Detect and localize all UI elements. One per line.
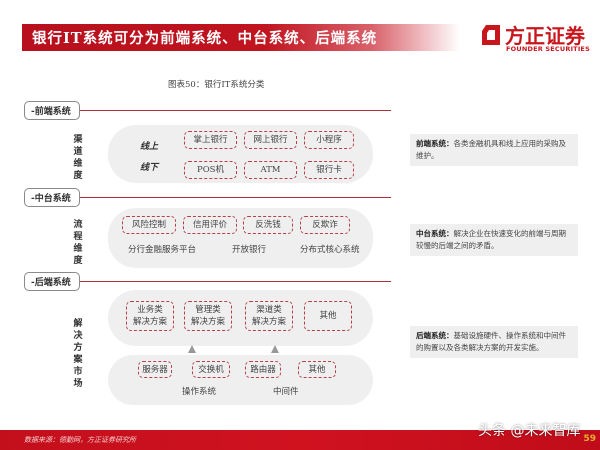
logo-text-en: FOUNDER SECURITIES xyxy=(506,45,590,53)
back-note-title: 后端系统： xyxy=(416,331,454,340)
back-section-label: -后端系统 xyxy=(24,272,80,291)
back-infrastructure-panel xyxy=(108,355,373,405)
platform-open-banking: 开放银行 xyxy=(232,245,267,255)
channel-pos: POS机 xyxy=(184,161,237,179)
back-dimension-label: 解 决 方 案 市 场 xyxy=(73,319,83,389)
hardware-other: 其他 xyxy=(298,361,336,378)
middle-dimension-label: 流 程 维 度 xyxy=(73,220,83,266)
figure-caption: 图表50：银行IT系统分类 xyxy=(168,80,265,90)
online-label: 线上 xyxy=(140,142,159,152)
process-anti-fraud: 反欺诈 xyxy=(300,216,350,234)
process-anti-money-laundering: 反洗钱 xyxy=(243,216,293,234)
front-note: 前端系统：各类金融机具和线上应用的采购及维护。 xyxy=(410,134,578,166)
data-source: 数据来源：德勤网，方正证券研究所 xyxy=(24,436,136,444)
channel-mobile-banking: 掌上银行 xyxy=(184,131,237,149)
up-arrow-icon xyxy=(271,345,279,353)
logo-mark-icon xyxy=(482,25,500,45)
channel-atm: ATM xyxy=(244,161,297,179)
solution-management: 管理类 解决方案 xyxy=(184,301,232,331)
platform-distributed-core: 分布式核心系统 xyxy=(300,245,360,255)
back-note-text: 基础设施硬件、操作系统和中间件的购置以及各类解决方案的开发实施。 xyxy=(416,331,566,352)
solution-other: 其他 xyxy=(304,301,352,331)
footer-bar: 数据来源：德勤网，方正证券研究所 59 xyxy=(0,430,600,450)
middle-section-divider xyxy=(78,197,391,198)
watermark: 头条 @未来智库 xyxy=(478,423,581,439)
founder-securities-logo: 方正证券 FOUNDER SECURITIES xyxy=(480,20,592,56)
middle-note-title: 中台系统： xyxy=(416,229,454,238)
front-section-label: -前端系统 xyxy=(24,101,80,120)
platform-branch-finance: 分行金融服务平台 xyxy=(128,245,197,255)
software-middleware: 中间件 xyxy=(273,387,299,397)
hardware-server: 服务器 xyxy=(138,361,172,378)
process-risk-control: 风险控制 xyxy=(122,216,176,234)
hardware-router: 路由器 xyxy=(245,361,281,378)
front-note-text: 各类金融机具和线上应用的采购及维护。 xyxy=(416,139,566,160)
middle-process-panel xyxy=(108,208,373,268)
back-section-divider xyxy=(78,281,391,282)
front-note-title: 前端系统： xyxy=(416,139,454,148)
process-credit-rating: 信用评价 xyxy=(183,216,237,234)
slide-title: 银行IT系统可分为前端系统、中台系统、后端系统 xyxy=(32,30,378,47)
middle-section-label: -中台系统 xyxy=(24,188,80,207)
channel-bank-card: 银行卡 xyxy=(304,161,354,179)
page-number: 59 xyxy=(583,434,596,444)
middle-note-text: 解决企业在快速变化的前端与周期较慢的后端之间的矛盾。 xyxy=(416,229,566,250)
channel-mini-program: 小程序 xyxy=(304,131,354,149)
front-dimension-label: 渠 道 维 度 xyxy=(73,135,83,181)
software-os: 操作系统 xyxy=(182,387,217,397)
front-channel-panel xyxy=(108,125,373,183)
middle-note: 中台系统：解决企业在快速变化的前端与周期较慢的后端之间的矛盾。 xyxy=(410,224,578,256)
solution-channel: 渠道类 解决方案 xyxy=(245,301,293,331)
up-arrow-icon xyxy=(188,345,196,353)
solution-business: 业务类 解决方案 xyxy=(126,301,174,331)
title-banner: 银行IT系统可分为前端系统、中台系统、后端系统 xyxy=(22,24,460,51)
back-solutions-panel xyxy=(108,290,373,346)
channel-online-banking: 网上银行 xyxy=(244,131,297,149)
front-section-divider xyxy=(78,110,391,111)
offline-label: 线下 xyxy=(140,163,159,173)
logo-text-cn: 方正证券 xyxy=(505,24,585,48)
hardware-switch: 交换机 xyxy=(192,361,230,378)
back-note: 后端系统：基础设施硬件、操作系统和中间件的购置以及各类解决方案的开发实施。 xyxy=(410,326,578,358)
